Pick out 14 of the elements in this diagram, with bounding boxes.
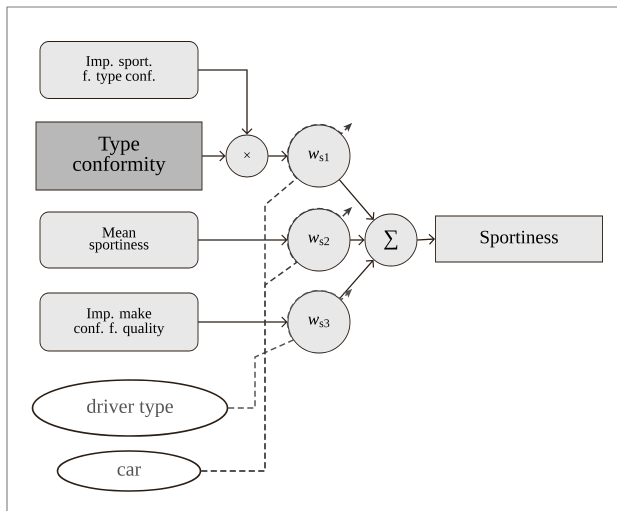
arrow xyxy=(202,150,226,162)
input-box: Type conformity xyxy=(36,122,202,190)
rounded-box: Mean sportiness xyxy=(40,212,198,268)
rounded-box: Imp. make conf. f. quality xyxy=(40,292,198,352)
arrow xyxy=(198,234,288,246)
arrow xyxy=(350,234,365,246)
arrow xyxy=(338,179,374,220)
arrow xyxy=(198,69,252,135)
rounded-box: Imp. sport. f. type conf. xyxy=(40,41,198,99)
arrow xyxy=(417,234,436,245)
output-box: Sportiness xyxy=(435,216,603,262)
arrow xyxy=(268,150,288,162)
arrow xyxy=(198,316,288,328)
arrow xyxy=(339,260,374,299)
